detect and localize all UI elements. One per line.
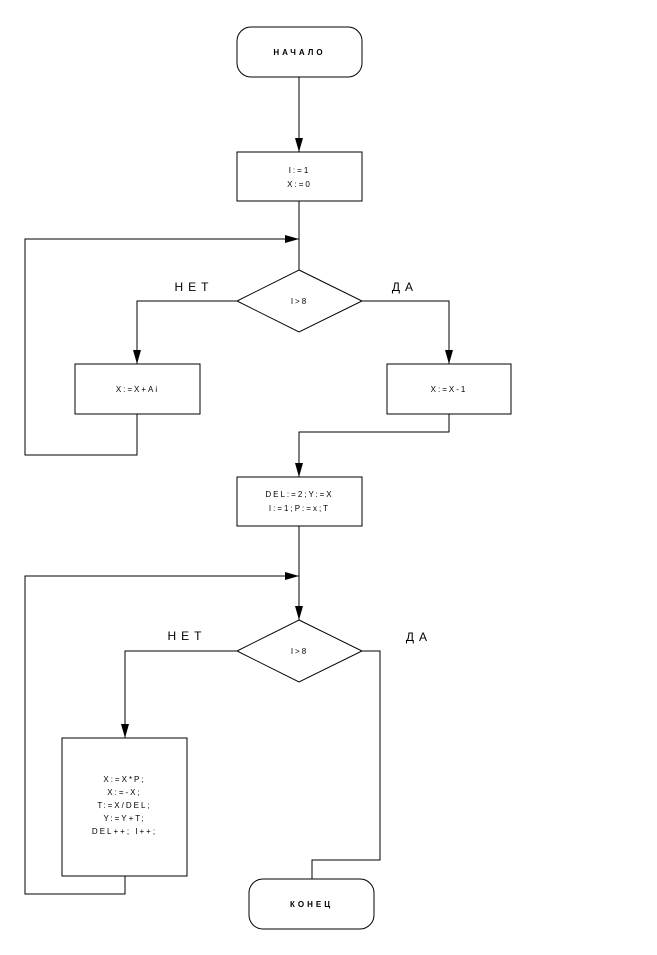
decision-2-yes-label: ДА [406,630,432,644]
loop-1-body-text: X:=X+Ai [116,385,159,394]
decision-1-yes-label: ДА [392,280,418,294]
init-line-2: X:=0 [287,180,312,189]
loop-2-body-line: X:=X*P; [103,775,145,784]
loop-2-body-line: DEL++; I++; [92,827,157,836]
decision-1-no-label: НЕТ [175,280,214,294]
init-line-1: I:=1 [289,166,311,175]
loop-2-body-line: Y:=Y+T; [103,814,145,823]
init-2-process-shape [236,476,363,527]
end-label: КОНЕЦ [290,900,333,909]
arrowhead-to-decision2 [295,606,303,620]
connectors [24,77,450,895]
decision-2-no-label: НЕТ [168,629,207,643]
end-terminal-shape [248,878,375,930]
decision-2: I>8 НЕТ ДА [168,619,432,683]
connector-decision2-yes [311,650,381,879]
connector-loop1-return [24,238,299,456]
init-2-process: DEL:=2;Y:=X I:=1;P:=x;T [236,476,363,527]
init-process-shape [236,151,363,202]
end-terminal: КОНЕЦ [248,878,375,930]
start-label: НАЧАЛО [273,48,325,57]
loop-2-body: X:=X*P; X:=-X; T:=X/DEL; Y:=Y+T; DEL++; … [61,737,188,877]
arrowhead-to-loop2-body [121,724,129,738]
loop-1-body: X:=X+Ai [74,363,201,415]
loop-2-body-shape [61,737,188,877]
arrowheads [121,138,453,738]
arrowhead-to-init [295,138,303,152]
arrowhead-loop1-merge [285,235,299,243]
connector-after1-to-init2 [298,414,450,477]
arrowhead-to-loop1-body [133,350,141,364]
decision-2-shape [235,619,364,683]
connector-loop2-return [24,575,299,895]
connector-decision1-yes [362,300,450,364]
loop-2-body-line: X:=-X; [107,788,141,797]
after-loop-1: X:=X-1 [386,363,512,415]
init-2-line-1: DEL:=2;Y:=X [265,490,333,499]
arrowhead-to-after1 [445,350,453,364]
after-loop-1-shape [386,363,512,415]
decision-1-shape [235,269,364,333]
loop-1-body-shape [74,363,201,415]
start-terminal: НАЧАЛО [236,26,363,78]
start-terminal-shape [236,26,363,78]
after-loop-1-text: X:=X-1 [431,385,468,394]
connector-decision1-no [136,300,237,364]
init-2-line-2: I:=1;P:=x;T [269,504,330,513]
arrowhead-to-init2 [295,463,303,477]
decision-1-condition: I>8 [291,297,308,306]
init-process: I:=1 X:=0 [236,151,363,202]
arrowhead-loop2-merge [285,572,299,580]
decision-1: I>8 НЕТ ДА [175,269,418,333]
loop-2-body-line: T:=X/DEL; [97,801,151,810]
decision-2-condition: I>8 [291,647,308,656]
connector-decision2-no [124,650,237,738]
